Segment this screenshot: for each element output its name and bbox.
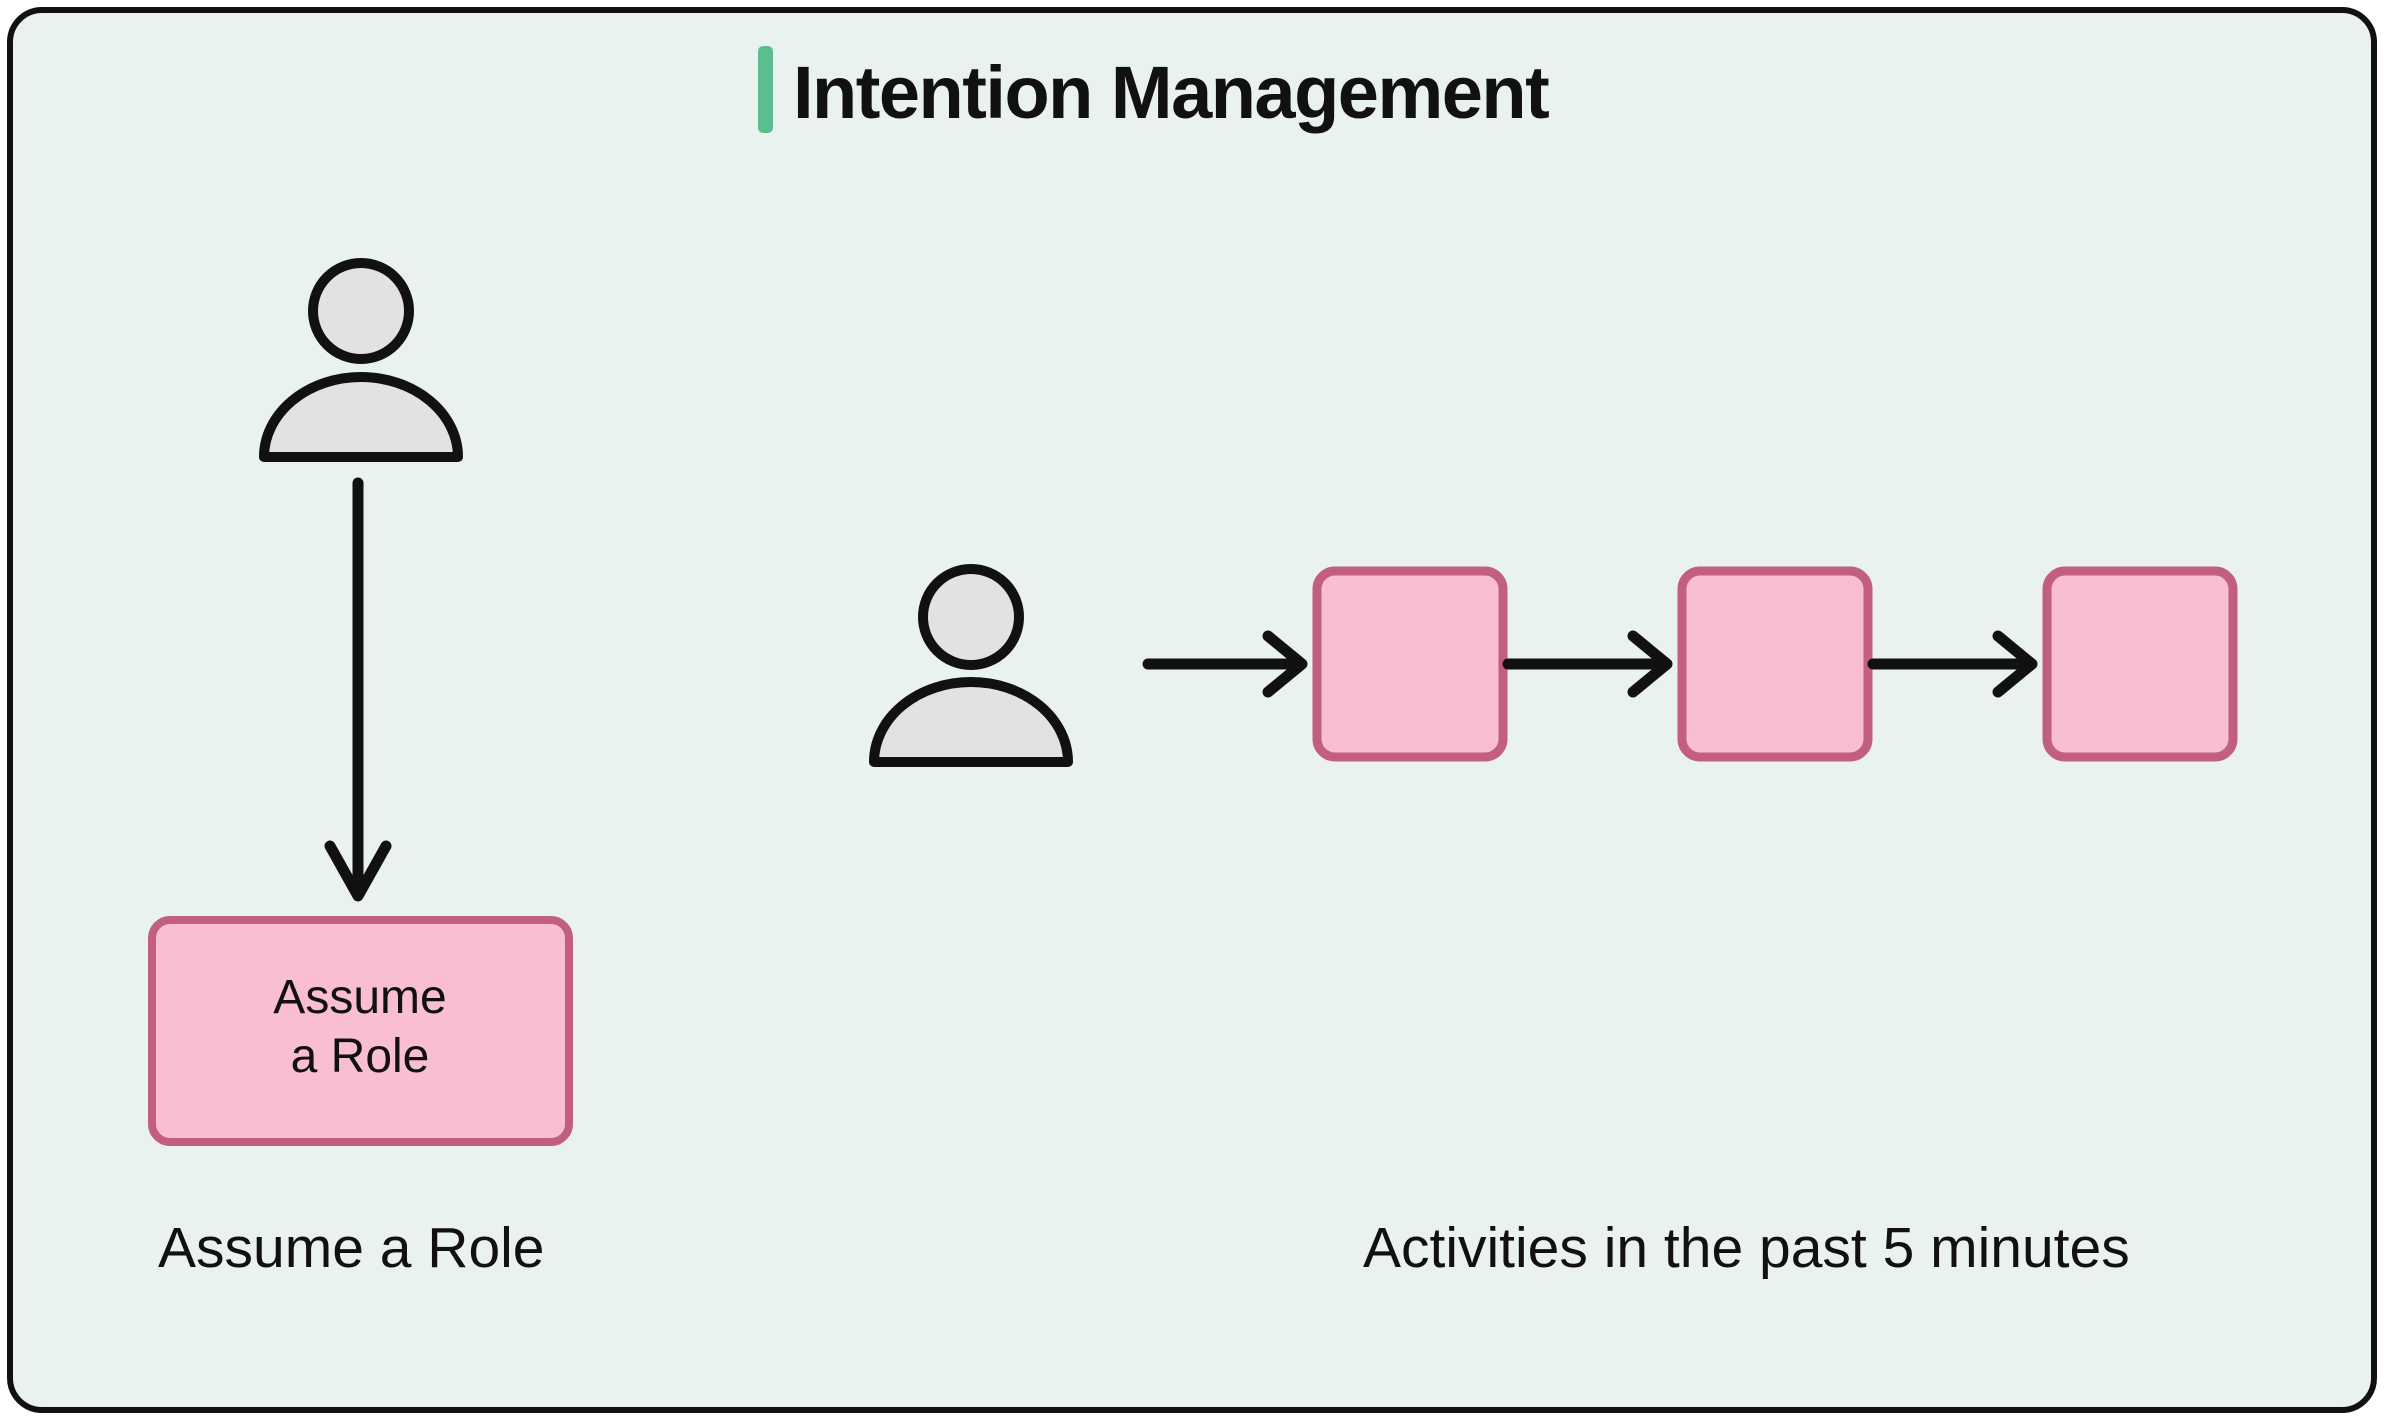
page-title: Intention Management: [793, 51, 1549, 134]
title-accent-bar: [758, 46, 773, 133]
arrow-right-icon: [1142, 630, 1308, 698]
left-flow-caption: Assume a Role: [158, 1216, 545, 1280]
activity-box: [1677, 566, 1873, 762]
person-icon: [259, 258, 463, 462]
assume-role-box-line2: a Role: [291, 1030, 430, 1083]
activity-box: [2042, 566, 2238, 762]
assume-role-box-line1: Assume: [273, 971, 446, 1024]
arrow-right-icon: [1867, 630, 2038, 698]
card-background: [7, 7, 2377, 1413]
assume-role-box: Assume a Role: [148, 916, 573, 1146]
right-flow-caption: Activities in the past 5 minutes: [1363, 1216, 2130, 1280]
person-icon: [869, 564, 1073, 767]
arrow-right-icon: [1502, 630, 1673, 698]
arrow-down-icon: [324, 477, 392, 902]
activity-box: [1312, 566, 1508, 762]
